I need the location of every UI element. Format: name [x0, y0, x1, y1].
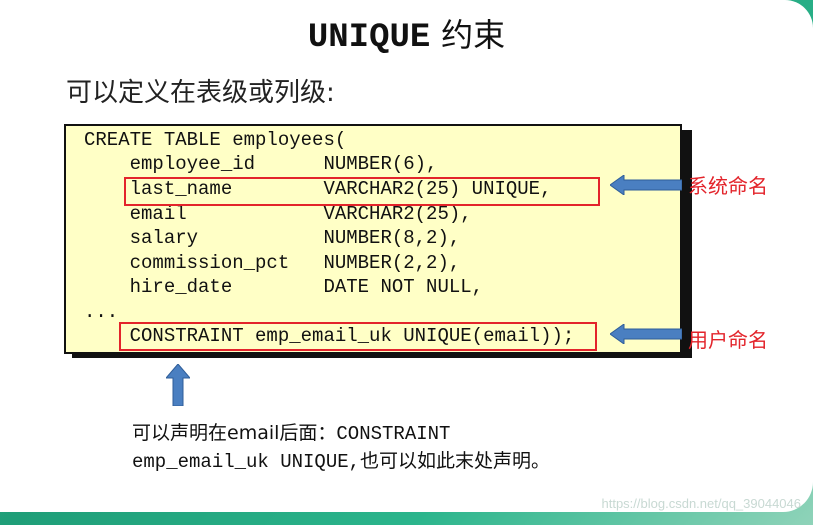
label-user-named: 用户命名 [688, 328, 768, 352]
code-line: CREATE TABLE employees( [84, 129, 347, 151]
arrow-up-icon [166, 364, 190, 406]
slide-subtitle: 可以定义在表级或列级: [66, 78, 335, 108]
highlight-constraint [119, 322, 597, 351]
note-text: 也可以如此末处声明。 [360, 450, 551, 472]
code-line: email VARCHAR2(25), [84, 203, 472, 225]
code-line: CONSTRAINT emp_email_uk UNIQUE(email)); [84, 325, 575, 347]
code-line: hire_date DATE NOT NULL, [84, 276, 484, 298]
label-system-named: 系统命名 [688, 174, 768, 198]
code-box: CREATE TABLE employees( employee_id NUMB… [64, 124, 682, 354]
code-line: employee_id NUMBER(6), [84, 153, 438, 175]
slide-title: UNIQUE 约束 [0, 10, 813, 57]
note-line-2: emp_email_uk UNIQUE,也可以如此末处声明。 [132, 446, 550, 473]
note-code: CONSTRAINT [336, 423, 451, 445]
arrow-left-icon [610, 324, 682, 344]
code-line: ... [84, 301, 119, 323]
note-text: 可以声明在email后面： [132, 422, 337, 444]
highlight-last-name [124, 177, 600, 206]
title-keyword: UNIQUE [307, 19, 431, 57]
watermark: https://blog.csdn.net/qq_39044046 [601, 496, 802, 511]
code-line: salary NUMBER(8,2), [84, 227, 461, 249]
note-line-1: 可以声明在email后面：CONSTRAINT [132, 418, 450, 445]
note-code: emp_email_uk UNIQUE, [132, 451, 361, 473]
code-line: last_name VARCHAR2(25) UNIQUE, [84, 178, 552, 200]
slide-card: UNIQUE 约束 可以定义在表级或列级: CREATE TABLE emplo… [0, 10, 813, 511]
arrow-left-icon [610, 175, 682, 195]
code-line: commission_pct NUMBER(2,2), [84, 252, 461, 274]
title-text: 约束 [441, 16, 506, 54]
